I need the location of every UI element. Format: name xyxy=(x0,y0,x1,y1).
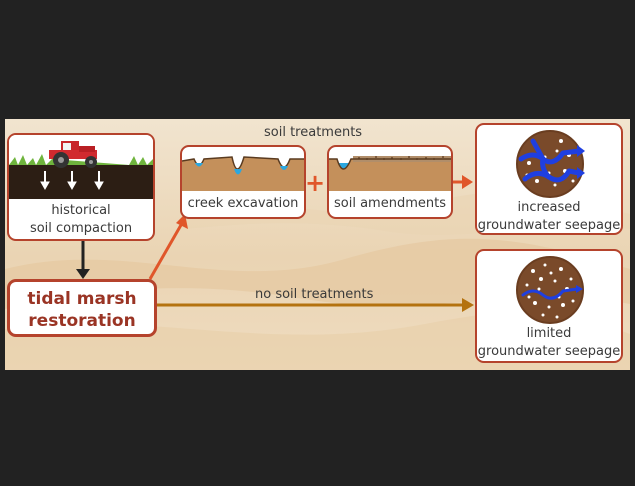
node-tidal-marsh-restoration: tidal marsh restoration xyxy=(7,279,157,337)
edge-restoration-to-treatments xyxy=(148,224,183,280)
node-soil-amendments: soil amendments xyxy=(327,145,453,219)
limited-label-line2: groundwater seepage xyxy=(477,344,621,359)
node-historical-compaction: historical soil compaction xyxy=(7,133,155,241)
creek-label: creek excavation xyxy=(187,196,299,211)
amendments-illustration xyxy=(329,156,451,191)
restoration-label-line2: restoration xyxy=(28,311,136,331)
creek-illustration xyxy=(182,156,304,191)
soil-treatments-label: soil treatments xyxy=(264,125,363,140)
down-arrow-icon xyxy=(40,171,104,191)
connectors xyxy=(76,175,474,312)
increased-label-line1: increased xyxy=(517,200,581,215)
node-creek-excavation: creek excavation xyxy=(180,145,306,219)
diagram-panel: soil treatments no soil treatments + xyxy=(5,119,630,370)
node-increased-seepage: increased groundwater seepage xyxy=(475,123,623,235)
compaction-label-line2: soil compaction xyxy=(29,221,133,236)
tractor-icon xyxy=(49,141,97,168)
arrowhead-down xyxy=(76,269,90,279)
plus-sign: + xyxy=(305,169,326,197)
limited-label-line1: limited xyxy=(526,326,572,341)
node-limited-seepage: limited groundwater seepage xyxy=(475,249,623,363)
arrowhead-right-2 xyxy=(462,298,474,312)
no-soil-treatments-label: no soil treatments xyxy=(255,287,374,302)
compaction-label-line1: historical xyxy=(51,203,111,218)
increased-label-line2: groundwater seepage xyxy=(477,218,621,233)
amendments-label: soil amendments xyxy=(334,196,446,211)
compaction-illustration xyxy=(9,135,153,199)
arrowhead-right-1 xyxy=(462,175,473,189)
soil-core-icon xyxy=(516,256,584,324)
soil-core-icon xyxy=(516,130,585,198)
restoration-label-line1: tidal marsh xyxy=(27,289,137,309)
